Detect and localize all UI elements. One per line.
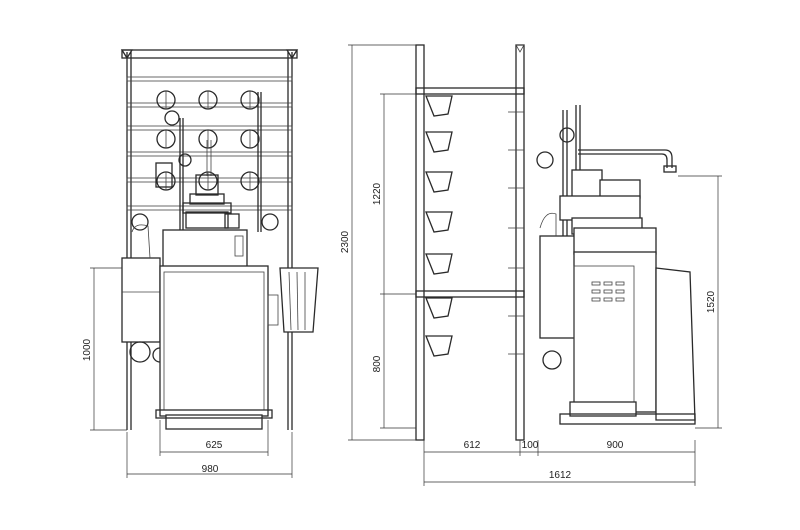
dim-front-height: 1000	[82, 338, 93, 361]
machine-side-view	[536, 105, 696, 425]
front-dimensions	[90, 267, 293, 478]
dim-front-total-width: 980	[202, 464, 219, 475]
dim-machine-height: 1520	[706, 290, 717, 313]
creel-side-view	[415, 44, 525, 441]
front-view	[120, 49, 319, 430]
dim-total-height: 2300	[340, 230, 351, 253]
machine-dimensions	[678, 175, 722, 429]
dim-upper-rack: 1220	[372, 182, 383, 205]
dim-front-base-width: 625	[206, 440, 223, 451]
dim-machine-depth: 900	[607, 440, 624, 451]
dim-total-depth: 1612	[549, 470, 572, 481]
creel-dimensions	[348, 44, 696, 486]
dim-lower-rack: 800	[372, 355, 383, 372]
dim-rack-depth: 612	[464, 440, 481, 451]
dimension-labels: 625 980 1000 2300 1220 800 612 100 900 1…	[82, 182, 717, 481]
dim-gap: 100	[522, 440, 539, 451]
